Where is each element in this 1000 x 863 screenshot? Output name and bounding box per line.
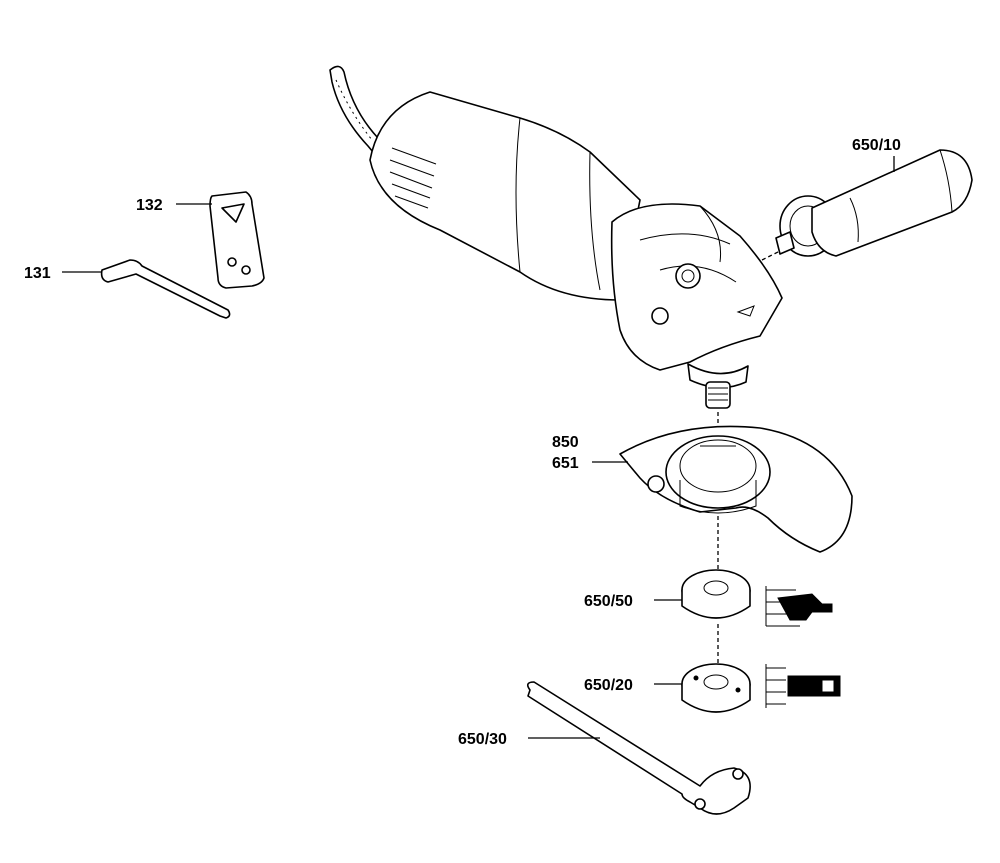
label-650-20: 650/20 bbox=[584, 677, 633, 694]
angle-grinder-body bbox=[369, 91, 783, 409]
part-labels: 132 131 650/10 850 651 650/50 650/20 650… bbox=[24, 137, 901, 748]
label-131: 131 bbox=[24, 265, 51, 282]
label-132: 132 bbox=[136, 197, 163, 214]
nut-section-icon bbox=[765, 664, 841, 708]
label-850: 850 bbox=[552, 434, 579, 451]
label-651: 651 bbox=[552, 455, 579, 472]
power-cord bbox=[329, 65, 389, 159]
label-650-50: 650/50 bbox=[584, 593, 633, 610]
lock-plate bbox=[209, 191, 265, 289]
pin-spanner-wrench bbox=[526, 681, 751, 815]
auxiliary-handle bbox=[761, 149, 973, 261]
clamping-nut bbox=[681, 624, 751, 713]
mounting-flange bbox=[681, 516, 751, 619]
flange-section-icon bbox=[765, 586, 833, 627]
label-650-10: 650/10 bbox=[852, 137, 901, 154]
leader-lines bbox=[62, 156, 895, 739]
hex-key bbox=[100, 259, 231, 319]
label-650-30: 650/30 bbox=[458, 731, 507, 748]
wheel-guard bbox=[619, 412, 853, 553]
